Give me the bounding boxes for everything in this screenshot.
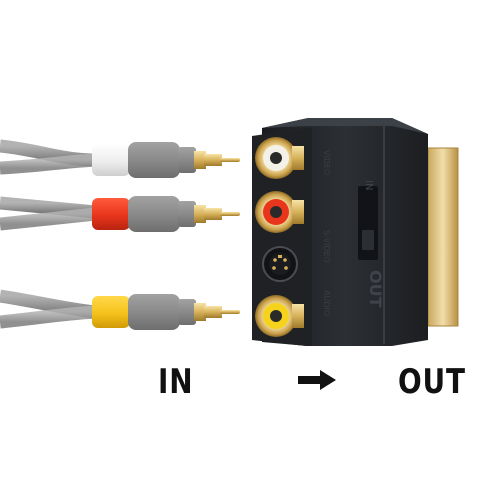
input-label: IN <box>158 362 194 402</box>
rca-jack-white <box>255 137 304 179</box>
side-text-svideo: S-VIDEO <box>322 230 331 263</box>
scart-connector <box>428 148 458 326</box>
rca-jack-yellow <box>255 295 304 337</box>
arrow-right-icon <box>298 370 336 390</box>
scart-adapter: OUT IN VIDEO S-VIDEO AUDIO <box>252 118 459 346</box>
svideo-jack <box>262 246 298 282</box>
switch-label-small: IN <box>363 180 374 190</box>
side-text-video: VIDEO <box>322 150 331 175</box>
side-text-audio: AUDIO <box>322 290 331 316</box>
rca-plug-white <box>92 142 240 178</box>
rca-plug-red <box>92 196 240 232</box>
output-label: OUT <box>398 362 466 402</box>
rca-jack-red <box>255 191 304 233</box>
cable-bundle <box>0 139 97 329</box>
rca-plug-yellow <box>92 294 240 330</box>
switch-label: OUT <box>366 270 385 308</box>
